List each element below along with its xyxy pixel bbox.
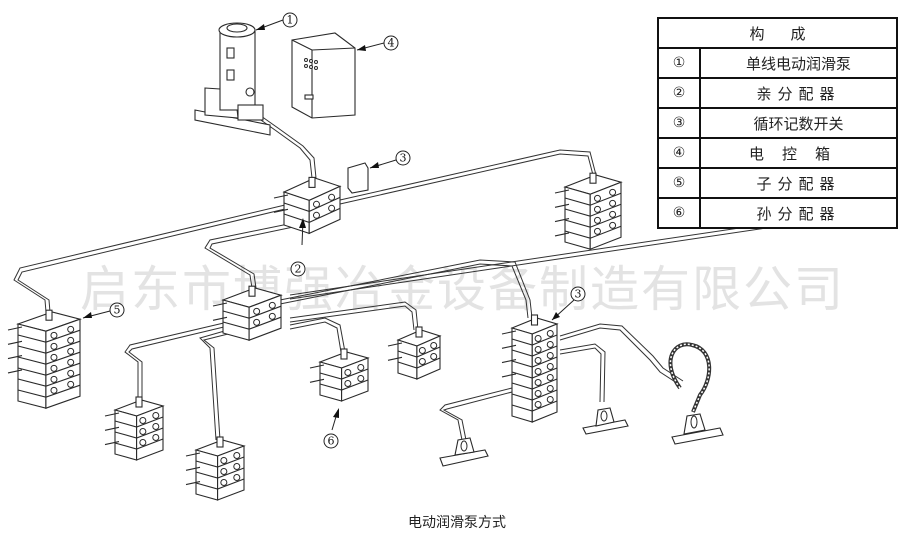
svg-text:3: 3 [400, 152, 407, 165]
diagram-caption: 电动润滑泵方式 [408, 515, 506, 531]
callout-3-right: 3 [551, 286, 586, 321]
pipe-to-cycle-switch [279, 259, 533, 319]
callout-2: 2 [290, 218, 306, 277]
sub-distributor [7, 309, 82, 409]
bottom-left-distributor [104, 396, 165, 461]
legend-name: 亲分配器 [699, 77, 898, 109]
cycle-switch-distributor [501, 314, 559, 423]
legend-row: ① 单线电动润滑泵 [657, 47, 898, 79]
svg-text:6: 6 [328, 435, 335, 448]
legend-number: ① [657, 47, 701, 79]
pipe-center-to-bottom [199, 329, 229, 441]
flex-hose [668, 342, 712, 413]
legend-number: ④ [657, 137, 701, 169]
pipe-main-to-right [339, 149, 597, 201]
svg-text:2: 2 [295, 263, 302, 276]
legend-header-row: 构成 [657, 17, 898, 49]
cycle-switch-top [347, 162, 369, 194]
callout-4: 4 [356, 35, 399, 51]
legend-name: 单线电动润滑泵 [699, 47, 898, 79]
callout-3-top: 3 [369, 150, 411, 169]
pipe-main-to-center [204, 221, 299, 289]
svg-text:5: 5 [114, 304, 121, 317]
legend-table: 构成 ① 单线电动润滑泵 ② 亲分配器 ③ 循环记数开关 ④ 电控箱 ⑤ 子分配… [657, 17, 898, 229]
callout-1: 1 [255, 12, 298, 31]
pipe-center-to-grand [289, 317, 346, 353]
bearing-1 [439, 437, 489, 467]
bearing-2 [582, 407, 629, 435]
lubrication-pump [194, 22, 271, 136]
bottom-distributor [185, 436, 246, 501]
legend-header: 构成 [657, 17, 898, 49]
legend-row: ② 亲分配器 [657, 77, 898, 109]
legend-row: ④ 电控箱 [657, 137, 898, 169]
svg-text:3: 3 [575, 288, 582, 301]
legend-number: ③ [657, 107, 701, 139]
callout-5: 5 [82, 302, 125, 319]
right-top-distributor [554, 172, 623, 251]
legend-row: ⑤ 子分配器 [657, 167, 898, 199]
legend-name: 子分配器 [699, 167, 898, 199]
distributors [7, 172, 623, 501]
legend-name: 循环记数开关 [699, 107, 898, 139]
legend-number: ⑤ [657, 167, 701, 199]
legend-number: ⑥ [657, 197, 701, 229]
bearing-3 [671, 413, 724, 445]
main-distributor [273, 176, 342, 235]
pipe-main-to-sub [13, 204, 286, 313]
legend-row: ⑥ 孙分配器 [657, 197, 898, 229]
control-box [291, 32, 356, 119]
legend-row: ③ 循环记数开关 [657, 107, 898, 139]
svg-text:1: 1 [287, 14, 294, 27]
center-distributor [212, 285, 283, 341]
small-right-distributor [387, 326, 442, 380]
callout-6: 6 [323, 408, 339, 449]
svg-text:4: 4 [388, 37, 395, 50]
legend-name: 电控箱 [699, 137, 898, 169]
bearings [439, 342, 724, 467]
pipe-center-to-bl [124, 321, 229, 400]
legend-number: ② [657, 77, 701, 109]
legend-name: 孙分配器 [699, 197, 898, 229]
grand-distributor [309, 348, 370, 402]
